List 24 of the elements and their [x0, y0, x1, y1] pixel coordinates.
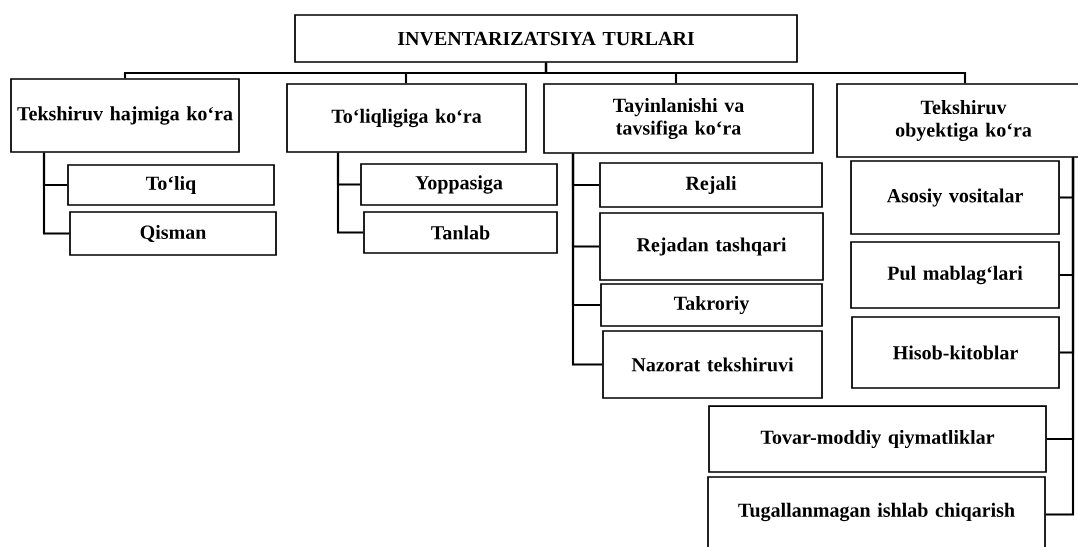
- connector-line: [1045, 157, 1075, 516]
- category-box: Rejali: [599, 162, 823, 208]
- category-box: Asosiy vositalar: [850, 160, 1060, 235]
- category-box: To‘liq: [67, 164, 275, 206]
- box-text: Tugallanmagan ishlab chiqarish: [738, 502, 1015, 522]
- category-box: [707, 476, 1046, 547]
- category-box: Tovar-moddiy qiymatliklar: [708, 405, 1047, 473]
- category-box: To‘liqligiga ko‘ra: [286, 83, 527, 153]
- category-box: Tayinlanishi va tavsifiga ko‘ra: [543, 83, 814, 154]
- connector-line: [42, 152, 70, 235]
- category-box: Qisman: [69, 211, 277, 256]
- category-box: Pul mablag‘lari: [850, 241, 1060, 309]
- category-box: Yoppasiga: [360, 163, 558, 206]
- category-box: Rejadan tashqari: [599, 212, 824, 281]
- connector-line: [571, 153, 603, 366]
- category-box: Tekshiruv obyektiga ko‘ra: [836, 83, 1078, 158]
- category-box: Nazorat tekshiruvi: [602, 330, 823, 399]
- category-box: Takroriy: [600, 283, 823, 327]
- category-box: Tanlab: [363, 211, 558, 254]
- connector-line: [336, 152, 364, 234]
- category-box: INVENTARIZATSIYA TURLARI: [294, 14, 798, 63]
- category-box: Hisob-kitoblar: [851, 316, 1060, 389]
- category-box: Tekshiruv hajmiga ko‘ra: [10, 78, 240, 153]
- connector-line: [544, 62, 967, 84]
